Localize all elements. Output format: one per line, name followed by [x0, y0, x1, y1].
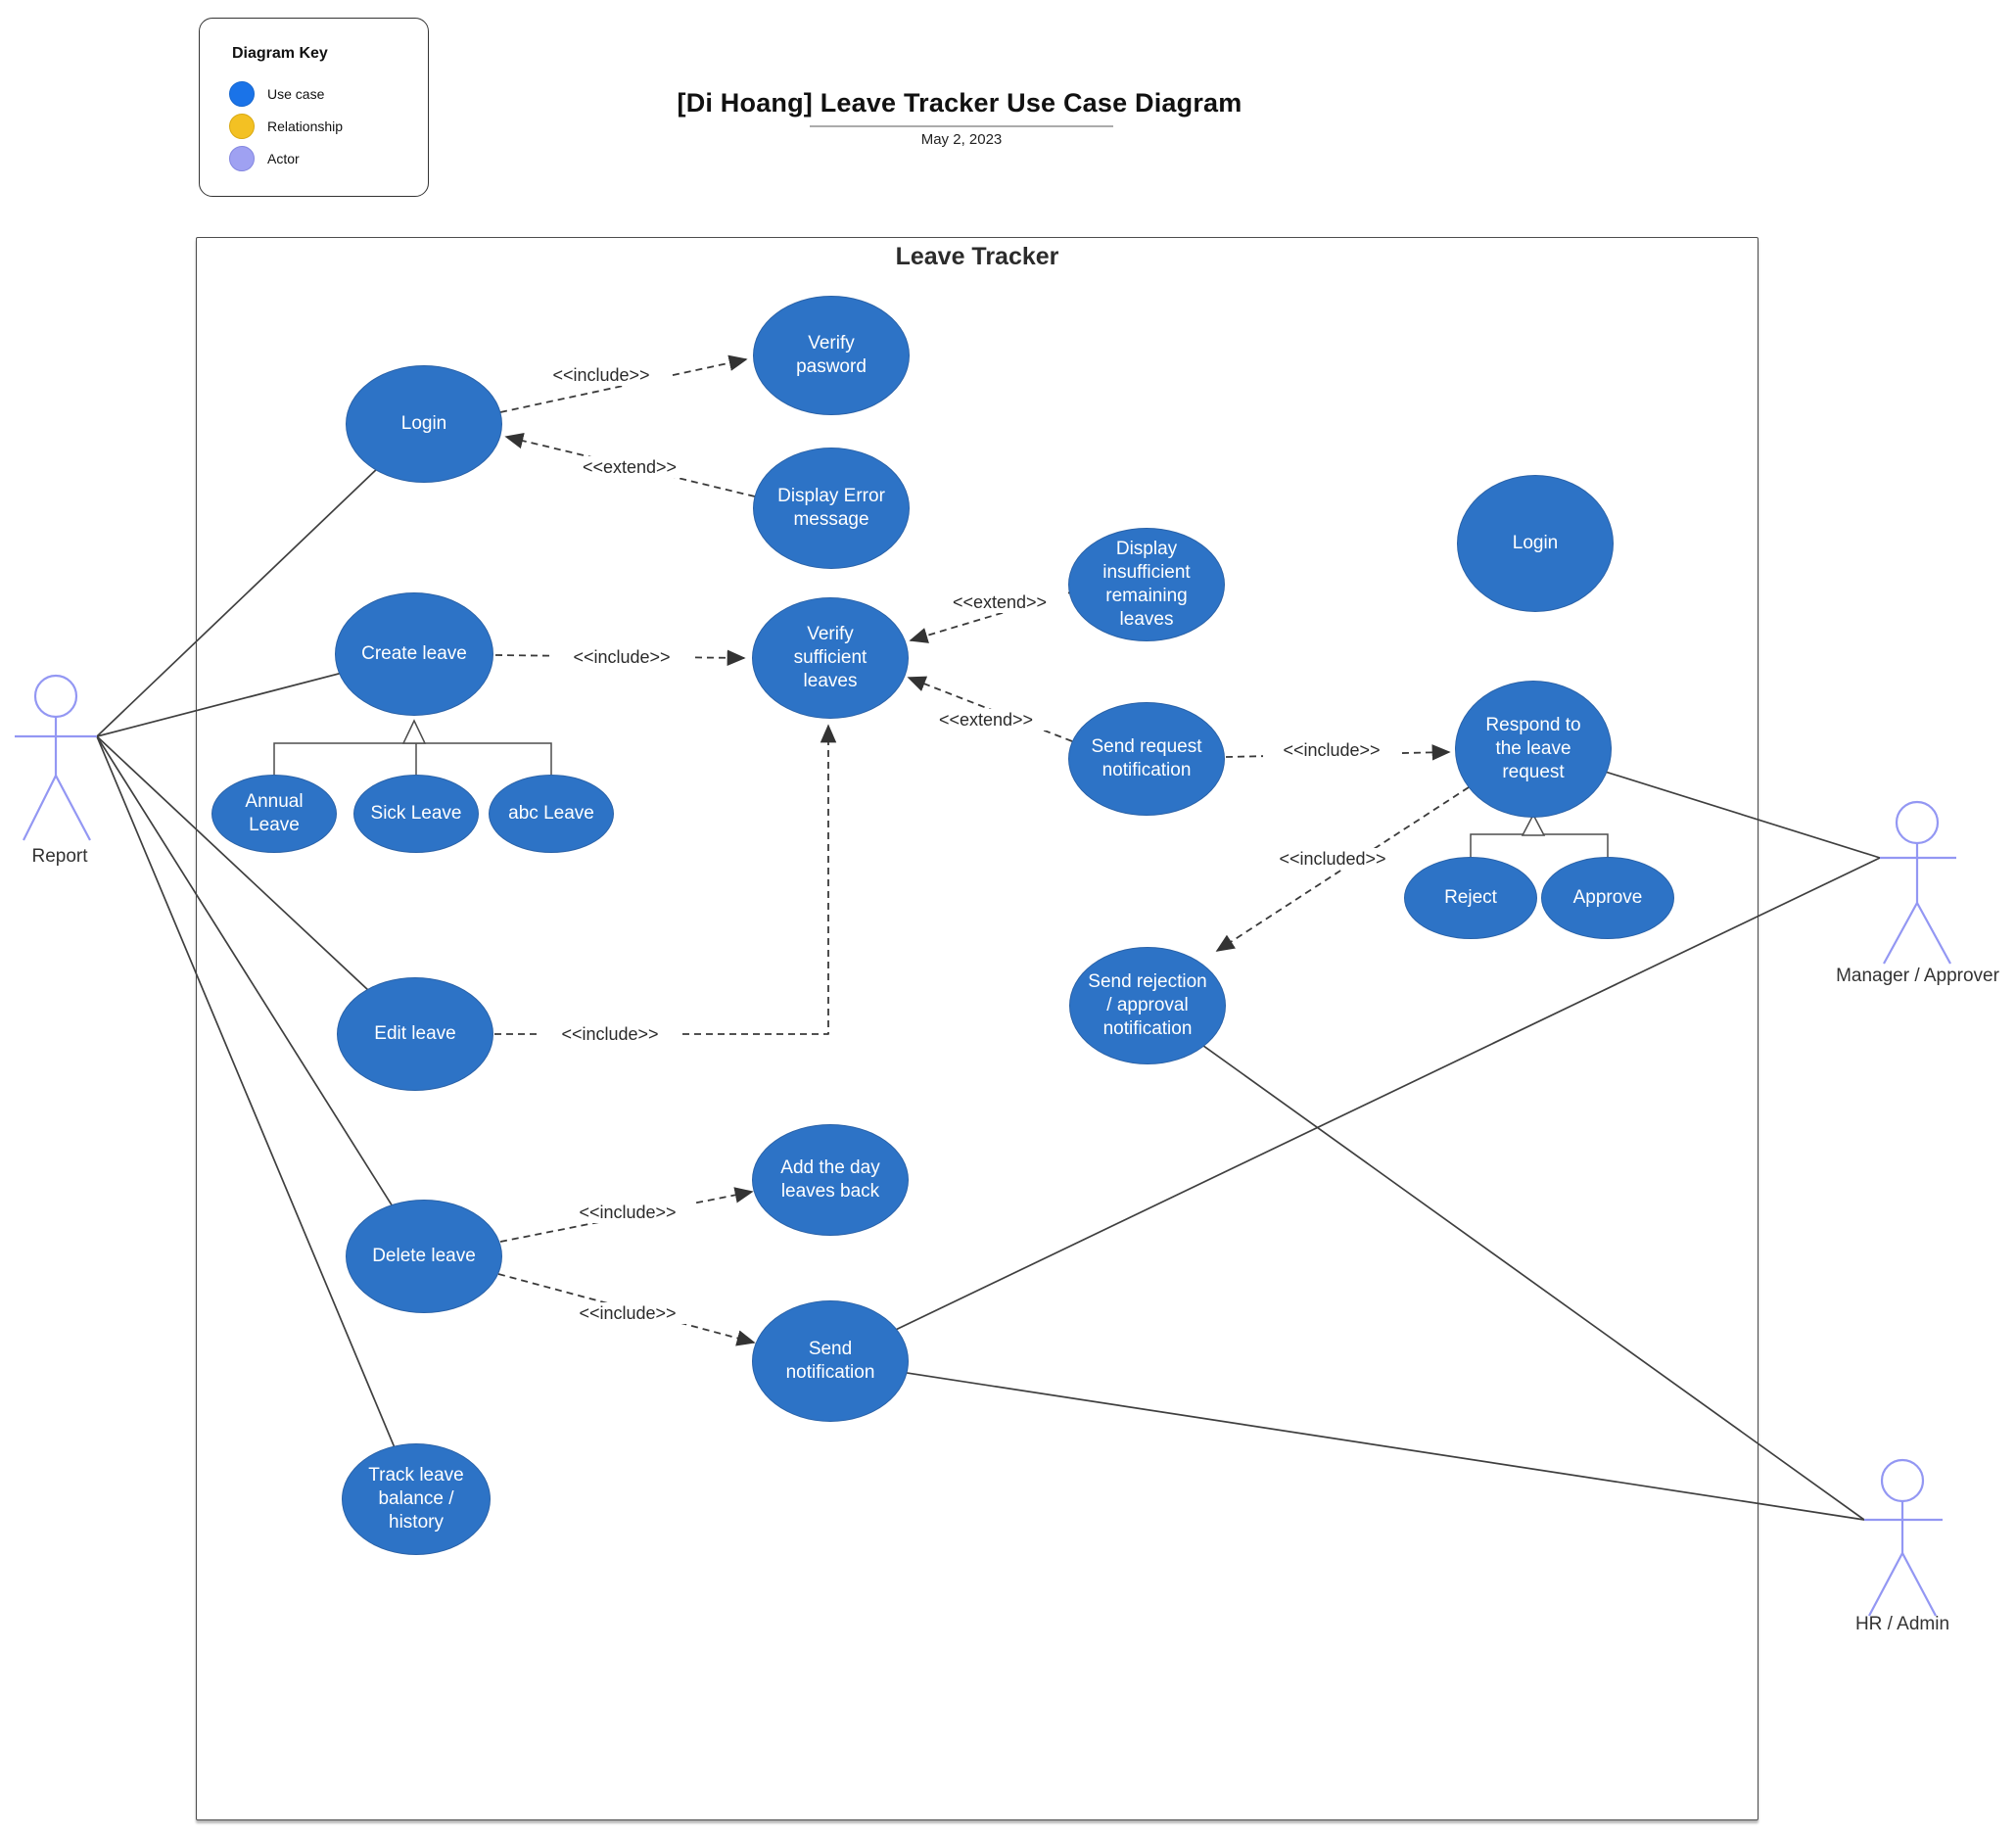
generalization-arrow-respond: [1521, 813, 1546, 836]
use-case-send-rejection[interactable]: Send rejection / approval notification: [1069, 947, 1226, 1064]
relationship-label-include: <<include>>: [559, 1302, 696, 1324]
key-label-use-case: Use case: [267, 86, 325, 102]
relationship-swatch-icon: [229, 114, 255, 139]
use-case-label: Login: [1512, 533, 1559, 554]
actor-manager-figure[interactable]: [1880, 800, 1956, 965]
use-case-display-error[interactable]: Display Error message: [753, 448, 910, 569]
assoc-report-delete-leave: [96, 735, 425, 1257]
generalization-arrow-create: [401, 719, 427, 744]
use-case-login-left[interactable]: Login: [346, 365, 502, 483]
included-respond-send-rejection: [1215, 786, 1470, 952]
use-case-respond[interactable]: Respond to the leave request: [1455, 681, 1612, 818]
use-case-add-day-back[interactable]: Add the day leaves back: [752, 1124, 909, 1236]
actor-leg: [1916, 902, 1951, 965]
key-label-actor: Actor: [267, 151, 300, 166]
actor-leg: [1883, 902, 1918, 965]
use-case-verify-password[interactable]: Verify pasword: [753, 296, 910, 415]
relationship-label-include: <<include>>: [559, 1202, 696, 1223]
relationship-label-included: <<included>>: [1264, 848, 1401, 870]
actor-leg: [1901, 1552, 1937, 1617]
use-case-sick-leave[interactable]: Sick Leave: [353, 775, 479, 853]
page-date: May 2, 2023: [920, 131, 1003, 148]
actor-leg: [1868, 1552, 1903, 1617]
use-case-label: Display insufficient remaining leaves: [1102, 539, 1191, 630]
assoc-report-edit-leave: [96, 735, 416, 1035]
use-case-label: Verify pasword: [796, 333, 867, 377]
relationship-label-extend: <<extend>>: [917, 709, 1055, 731]
use-case-label: Display Error message: [777, 486, 885, 530]
use-case-label: Respond to the leave request: [1485, 715, 1581, 782]
use-case-display-insufficient[interactable]: Display insufficient remaining leaves: [1068, 528, 1225, 641]
relationship-label-include: <<include>>: [1263, 739, 1400, 761]
diagram-key: Diagram Key Use case Relationship Actor: [199, 18, 429, 197]
generalization-lines: [273, 719, 1609, 857]
page-title: [Di Hoang] Leave Tracker Use Case Diagra…: [677, 88, 1242, 118]
actor-label-manager: Manager / Approver: [1836, 966, 1999, 986]
use-case-label: Send notification: [785, 1339, 875, 1383]
assoc-report-track-leave: [96, 735, 417, 1500]
relationship-label-include: <<include>>: [533, 364, 670, 386]
actor-report-figure[interactable]: [15, 674, 97, 841]
use-case-label: Create leave: [361, 643, 467, 665]
use-case-label: Track leave balance / history: [368, 1465, 464, 1533]
title-underline: [810, 125, 1113, 127]
actor-hr-figure[interactable]: [1864, 1458, 1943, 1617]
use-case-swatch-icon: [229, 81, 255, 107]
relationship-label-extend: <<extend>>: [561, 456, 698, 478]
use-case-track-leave[interactable]: Track leave balance / history: [342, 1443, 491, 1555]
actor-head: [1880, 1458, 1925, 1503]
use-case-label: Approve: [1572, 887, 1643, 909]
use-case-verify-sufficient[interactable]: Verify sufficient leaves: [752, 597, 909, 719]
actor-leg: [55, 775, 91, 841]
use-case-label: Send rejection / approval notification: [1088, 971, 1207, 1039]
system-title: Leave Tracker: [895, 243, 1059, 270]
use-case-approve[interactable]: Approve: [1541, 857, 1674, 939]
assoc-report-login: [96, 423, 425, 737]
use-case-label: Edit leave: [374, 1023, 456, 1045]
assoc-hr-send-notification: [829, 1360, 1865, 1521]
relationship-label-include: <<include>>: [553, 646, 690, 668]
include-create-verify-sufficient: [494, 649, 746, 667]
actor-head: [33, 674, 78, 719]
actor-swatch-icon: [229, 146, 255, 171]
generalization-bracket-respond: [1470, 833, 1609, 857]
use-case-label: Send request notification: [1091, 736, 1202, 780]
use-case-label: Add the day leaves back: [780, 1157, 880, 1202]
use-case-edit-leave[interactable]: Edit leave: [337, 977, 493, 1091]
use-case-label: Verify sufficient leaves: [793, 624, 867, 691]
use-case-annual-leave[interactable]: Annual Leave: [211, 775, 337, 853]
use-case-login-right[interactable]: Login: [1457, 475, 1614, 612]
use-case-label: abc Leave: [508, 803, 594, 825]
use-case-reject[interactable]: Reject: [1404, 857, 1537, 939]
key-label-relationship: Relationship: [267, 118, 344, 134]
association-lines: [96, 423, 1881, 1521]
relationship-label-include: <<include>>: [541, 1023, 679, 1045]
extend-display-error-login: [504, 433, 756, 497]
assoc-hr-send-rejection: [1147, 1005, 1865, 1521]
actor-leg: [23, 775, 57, 841]
actor-label-report: Report: [31, 846, 88, 867]
use-case-send-notification[interactable]: Send notification: [752, 1300, 909, 1422]
diagram-key-title: Diagram Key: [232, 45, 328, 62]
use-case-label: Reject: [1444, 887, 1497, 909]
actor-label-hr: HR / Admin: [1854, 1614, 1950, 1634]
include-delete-add-day-back: [499, 1187, 754, 1243]
use-case-label: Login: [400, 413, 447, 435]
use-case-delete-leave[interactable]: Delete leave: [346, 1200, 502, 1313]
include-edit-verify-sufficient: [494, 724, 837, 1035]
generalization-bracket-create: [273, 742, 552, 775]
use-case-create-leave[interactable]: Create leave: [335, 592, 493, 716]
use-case-send-request[interactable]: Send request notification: [1068, 702, 1225, 816]
include-login-verify-password: [499, 354, 748, 413]
assoc-manager-send-notification: [829, 857, 1881, 1362]
use-case-label: Delete leave: [372, 1246, 476, 1267]
use-case-label: Annual Leave: [245, 791, 304, 835]
use-case-abc-leave[interactable]: abc Leave: [489, 775, 614, 853]
relationship-label-extend: <<extend>>: [931, 591, 1068, 613]
use-case-label: Sick Leave: [370, 803, 462, 825]
actor-head: [1895, 800, 1940, 845]
